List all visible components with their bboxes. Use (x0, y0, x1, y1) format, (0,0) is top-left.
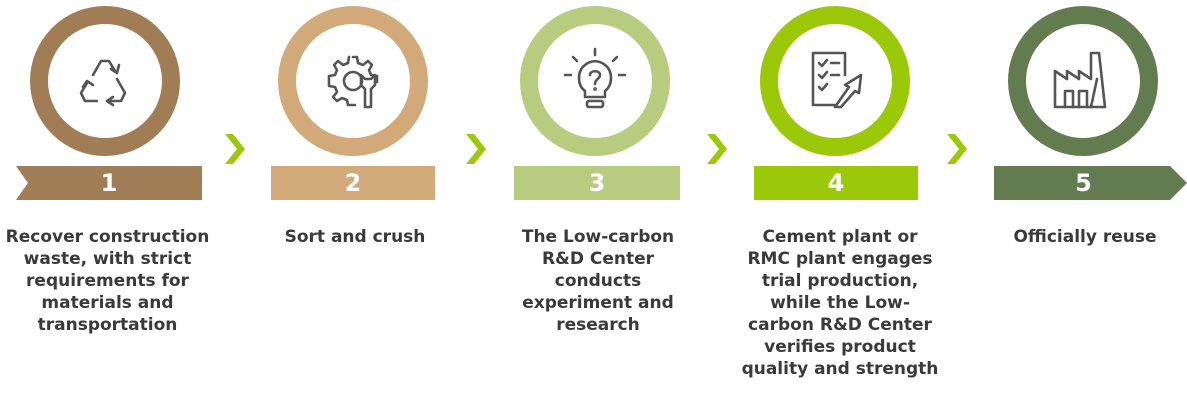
step-5-description: Officially reuse (1013, 227, 1157, 247)
step-1-circle (30, 6, 180, 156)
step-4: 4 Cement plant or RMC plant engages tria… (740, 0, 980, 406)
step-4-description: Cement plant or RMC plant engages trial … (741, 227, 939, 379)
step-3-circle (520, 6, 670, 156)
step-5: 5 Officially reuse (980, 0, 1187, 406)
step-2: 2 Sort and crush (255, 0, 495, 406)
step-1-number: 1 (100, 169, 118, 197)
step-3-description: The Low-carbon R&D Center conducts exper… (521, 227, 675, 335)
step-5-banner: 5 (994, 166, 1187, 200)
chevron-right-icon (466, 134, 486, 164)
step-2-banner: 2 (271, 166, 435, 200)
step-5-number: 5 (1075, 169, 1092, 197)
step-4-banner: 4 (754, 166, 918, 200)
step-4-number: 4 (827, 169, 845, 197)
step-1-description: Recover construction waste, with strict … (5, 227, 210, 335)
chevron-right-icon (225, 134, 245, 164)
lightbulb-question-icon (563, 47, 627, 109)
step-3-number: 3 (588, 169, 606, 197)
step-2-number: 2 (344, 169, 362, 197)
step-4-circle (760, 6, 910, 156)
factory-icon (1053, 51, 1107, 109)
gear-wrench-icon (327, 55, 379, 109)
checklist-arrow-icon (811, 51, 863, 109)
step-3: 3 The Low-carbon R&D Center conducts exp… (500, 0, 740, 406)
chevron-right-icon (707, 134, 727, 164)
step-5-circle (1008, 6, 1158, 156)
step-2-circle (278, 6, 428, 156)
recycle-icon (79, 59, 127, 107)
step-3-banner: 3 (514, 166, 680, 200)
step-1: 1 Recover construction waste, with stric… (0, 0, 240, 406)
step-1-banner: 1 (16, 166, 202, 200)
step-2-description: Sort and crush (284, 227, 426, 247)
chevron-right-icon (947, 134, 967, 164)
